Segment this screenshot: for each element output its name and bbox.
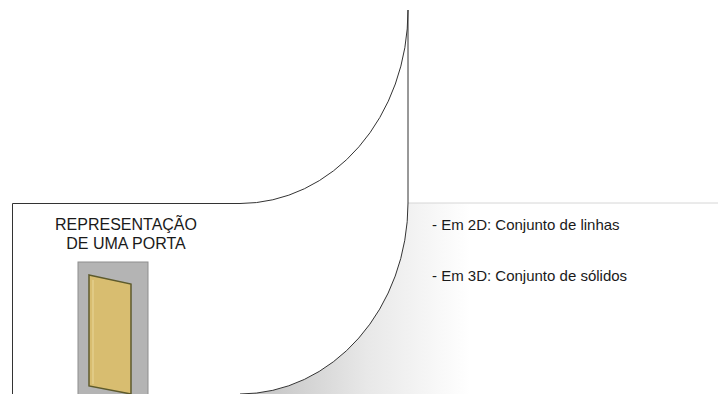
panel-edge (408, 203, 718, 204)
heading-text: REPRESENTAÇÃO DE UMA PORTA (44, 215, 208, 253)
door-highlight (93, 280, 94, 384)
description-panel: - Em 2D: Conjunto de linhas - Em 3D: Conj… (432, 203, 716, 285)
shaded-panel (240, 203, 718, 394)
door-leaf (89, 275, 131, 394)
door-frame (78, 262, 148, 394)
title-panel: REPRESENTAÇÃO DE UMA PORTA (12, 203, 240, 253)
callout-line (408, 10, 409, 203)
bullet-text: - Em 3D: Conjunto de sólidos (432, 267, 712, 285)
callout-outline (13, 10, 409, 394)
callout-curve (240, 203, 408, 394)
bullet-text: - Em 2D: Conjunto de linhas (432, 216, 712, 234)
